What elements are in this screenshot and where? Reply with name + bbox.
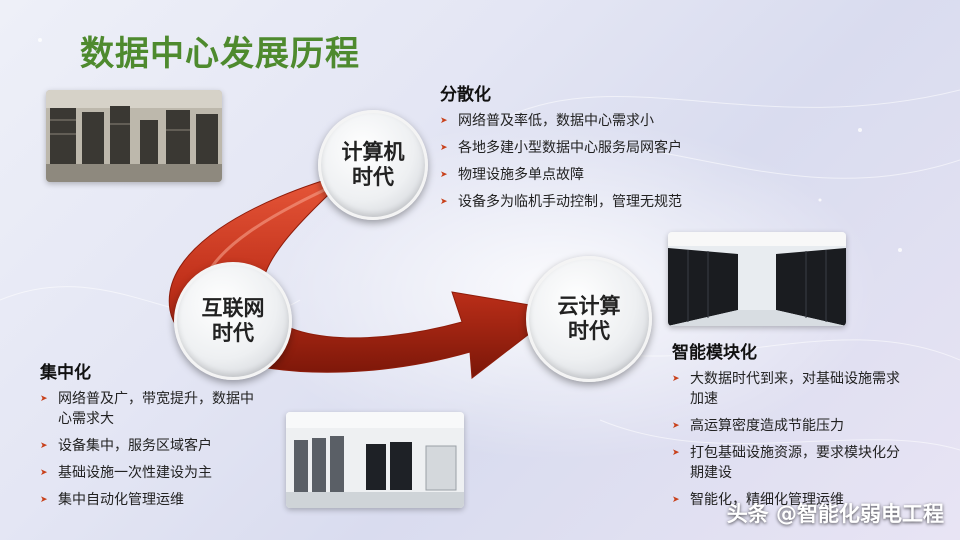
decentralized-item: 设备多为临机手动控制，管理无规范: [440, 192, 740, 212]
watermark: 头条 @智能化弱电工程: [726, 502, 944, 526]
page-title: 数据中心发展历程: [80, 34, 360, 74]
computer-era-line2: 时代: [352, 165, 394, 189]
decentralized-item: 网络普及率低，数据中心需求小: [440, 111, 740, 131]
computer-era-line1: 计算机: [341, 140, 405, 164]
centralized-item: 设备集中，服务区域客户: [40, 436, 262, 456]
decentralized-item: 物理设施多单点故障: [440, 165, 740, 185]
centralized-item: 基础设施一次性建设为主: [40, 463, 262, 483]
intelligent-heading: 智能模块化: [672, 343, 757, 363]
intelligent-item: 高运算密度造成节能压力: [672, 416, 908, 436]
intelligent-section: 智能模块化 大数据时代到来，对基础设施需求加速 高运算密度造成节能压力 打包基础…: [672, 338, 908, 517]
cloud-datacenter-photo: [668, 232, 846, 326]
computer-era-circle: 计算机 时代: [318, 110, 428, 220]
intelligent-item: 大数据时代到来，对基础设施需求加速: [672, 369, 908, 409]
intelligent-item: 打包基础设施资源，要求模块化分期建设: [672, 443, 908, 483]
decentralized-item: 各地多建小型数据中心服务局网客户: [440, 138, 740, 158]
cloud-era-circle: 云计算 时代: [526, 256, 652, 382]
cloud-era-line1: 云计算: [557, 294, 621, 318]
internet-datacenter-photo: [286, 412, 464, 508]
centralized-heading: 集中化: [40, 363, 91, 383]
internet-era-line2: 时代: [212, 321, 254, 345]
decentralized-heading: 分散化: [440, 85, 491, 105]
early-computer-photo: [46, 90, 222, 182]
centralized-item: 网络普及广，带宽提升，数据中心需求大: [40, 389, 262, 429]
internet-era-circle: 互联网 时代: [174, 262, 292, 380]
centralized-item: 集中自动化管理运维: [40, 490, 262, 510]
centralized-section: 集中化 网络普及广，带宽提升，数据中心需求大 设备集中，服务区域客户 基础设施一…: [40, 358, 262, 517]
decentralized-section: 分散化 网络普及率低，数据中心需求小 各地多建小型数据中心服务局网客户 物理设施…: [440, 80, 740, 219]
internet-era-line1: 互联网: [201, 296, 265, 320]
cloud-era-line2: 时代: [568, 319, 610, 343]
intelligent-item: 智能化，精细化管理运维: [672, 490, 908, 510]
